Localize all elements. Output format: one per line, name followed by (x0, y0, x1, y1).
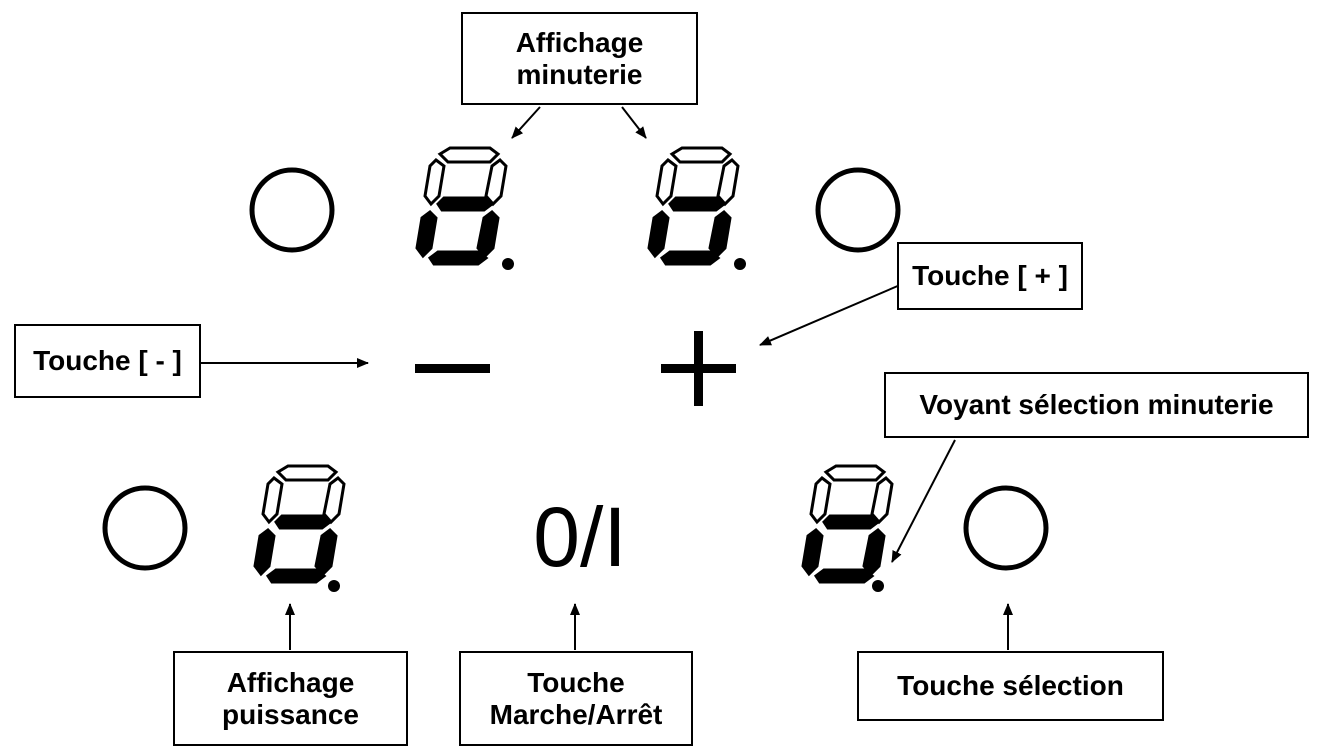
selection-key-label-text: Touche sélection (897, 670, 1124, 701)
timer-display-label: Affichage minuterie (461, 12, 698, 105)
seven-segment-digit-icon (801, 464, 894, 592)
seven-segment-digit-icon (253, 464, 346, 592)
plus-key-label-text: Touche [ + ] (912, 260, 1068, 291)
circle-outline-icon[interactable] (102, 485, 188, 571)
circle-outline-icon[interactable] (815, 167, 901, 253)
arrow-icon (621, 106, 647, 139)
selection-key-label: Touche sélection (857, 651, 1164, 721)
onoff-key-symbol[interactable]: 0/I (533, 490, 627, 584)
minus-key-label: Touche [ - ] (14, 324, 201, 398)
arrow-icon (511, 106, 541, 139)
timer-selection-light-label: Voyant sélection minuterie (884, 372, 1309, 438)
arrow-icon (891, 439, 956, 563)
timer-display-label-line-2: minuterie (516, 58, 643, 90)
power-display-label-line-2: puissance (222, 698, 359, 730)
plus-icon[interactable] (661, 331, 736, 406)
timer-selection-light-label-text: Voyant sélection minuterie (919, 389, 1274, 420)
power-display-label-line-1: Affichage (226, 666, 355, 698)
seven-segment-digit-icon (415, 146, 514, 270)
arrow-icon (759, 284, 901, 346)
plus-key-label: Touche [ + ] (897, 242, 1083, 310)
minus-key-label-text: Touche [ - ] (33, 345, 182, 376)
onoff-key-label: Touche Marche/Arrêt (459, 651, 693, 746)
seven-segment-digit-icon (647, 146, 746, 270)
onoff-key-label-line-2: Marche/Arrêt (489, 698, 663, 730)
minus-icon[interactable] (415, 364, 490, 373)
onoff-key-label-line-1: Touche (527, 666, 625, 698)
timer-display-label-line-1: Affichage (515, 26, 644, 58)
circle-outline-icon[interactable] (249, 167, 335, 253)
circle-outline-icon[interactable] (963, 485, 1049, 571)
power-display-label: Affichage puissance (173, 651, 408, 746)
